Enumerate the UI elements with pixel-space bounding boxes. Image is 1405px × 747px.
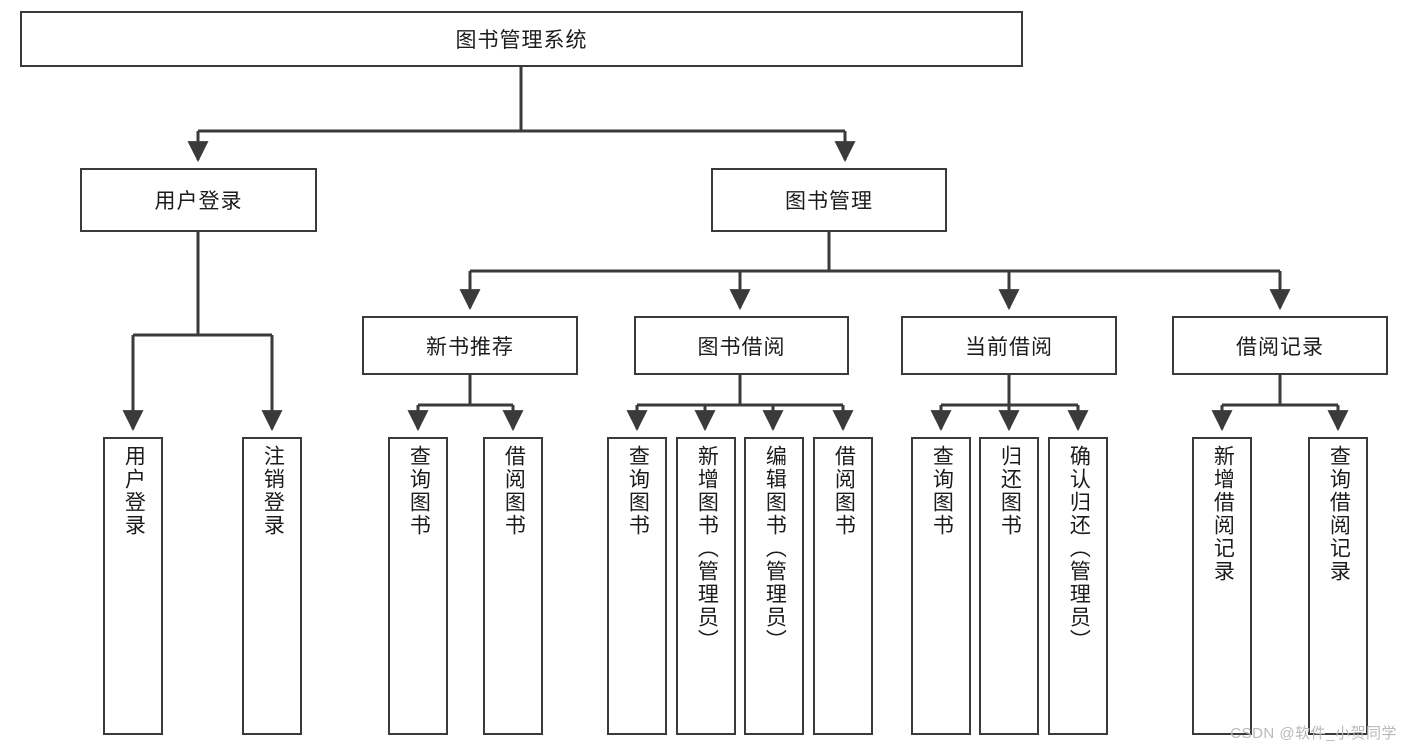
leaf-label: 借阅图书: [502, 445, 526, 537]
leaf-label: 用户登录: [122, 445, 146, 537]
leaf-borrow-query-book[interactable]: 查询图书: [607, 437, 667, 735]
leaf-label: 归还图书: [998, 445, 1022, 537]
node-current-borrow-label: 当前借阅: [965, 335, 1053, 359]
leaf-label: 查询图书: [407, 445, 431, 537]
node-book-borrow[interactable]: 图书借阅: [634, 316, 849, 375]
node-root-label: 图书管理系统: [455, 29, 588, 52]
leaf-recommend-query-book[interactable]: 查询图书: [388, 437, 448, 735]
node-current-borrow[interactable]: 当前借阅: [901, 316, 1117, 375]
node-book-management[interactable]: 图书管理: [711, 168, 947, 232]
leaf-record-query-record[interactable]: 查询借阅记录: [1308, 437, 1368, 735]
leaf-record-add-record[interactable]: 新增借阅记录: [1192, 437, 1252, 735]
leaf-user-login-logout[interactable]: 注销登录: [242, 437, 302, 735]
leaf-label: 借阅图书: [832, 445, 856, 537]
watermark: CSDN @软件_小贺同学: [1230, 725, 1397, 742]
node-book-management-label: 图书管理: [785, 190, 873, 213]
leaf-recommend-borrow-book[interactable]: 借阅图书: [483, 437, 543, 735]
leaf-label: 查询图书: [930, 445, 954, 537]
leaf-label: 查询图书: [626, 445, 650, 537]
leaf-borrow-add-book-admin[interactable]: 新增图书（管理员）: [676, 437, 736, 735]
leaf-label: 新增借阅记录: [1211, 445, 1235, 583]
leaf-current-query-book[interactable]: 查询图书: [911, 437, 971, 735]
node-borrow-record[interactable]: 借阅记录: [1172, 316, 1388, 375]
leaf-current-return-book[interactable]: 归还图书: [979, 437, 1039, 735]
node-root[interactable]: 图书管理系统: [20, 11, 1023, 67]
leaf-borrow-edit-book-admin[interactable]: 编辑图书（管理员）: [744, 437, 804, 735]
node-book-borrow-label: 图书借阅: [697, 335, 786, 359]
leaf-current-confirm-return-admin[interactable]: 确认归还（管理员）: [1048, 437, 1108, 735]
node-borrow-record-label: 借阅记录: [1236, 335, 1324, 359]
leaf-label: 新增图书（管理员）: [695, 445, 719, 652]
leaf-label: 查询借阅记录: [1327, 445, 1351, 583]
leaf-user-login-login[interactable]: 用户登录: [103, 437, 163, 735]
node-user-login-label: 用户登录: [154, 190, 243, 213]
leaf-borrow-borrow-book[interactable]: 借阅图书: [813, 437, 873, 735]
node-new-book-recommend[interactable]: 新书推荐: [362, 316, 578, 375]
leaf-label: 编辑图书（管理员）: [763, 445, 787, 652]
node-user-login[interactable]: 用户登录: [80, 168, 317, 232]
leaf-label: 注销登录: [261, 445, 285, 537]
node-new-book-recommend-label: 新书推荐: [426, 335, 514, 359]
leaf-label: 确认归还（管理员）: [1067, 445, 1091, 652]
